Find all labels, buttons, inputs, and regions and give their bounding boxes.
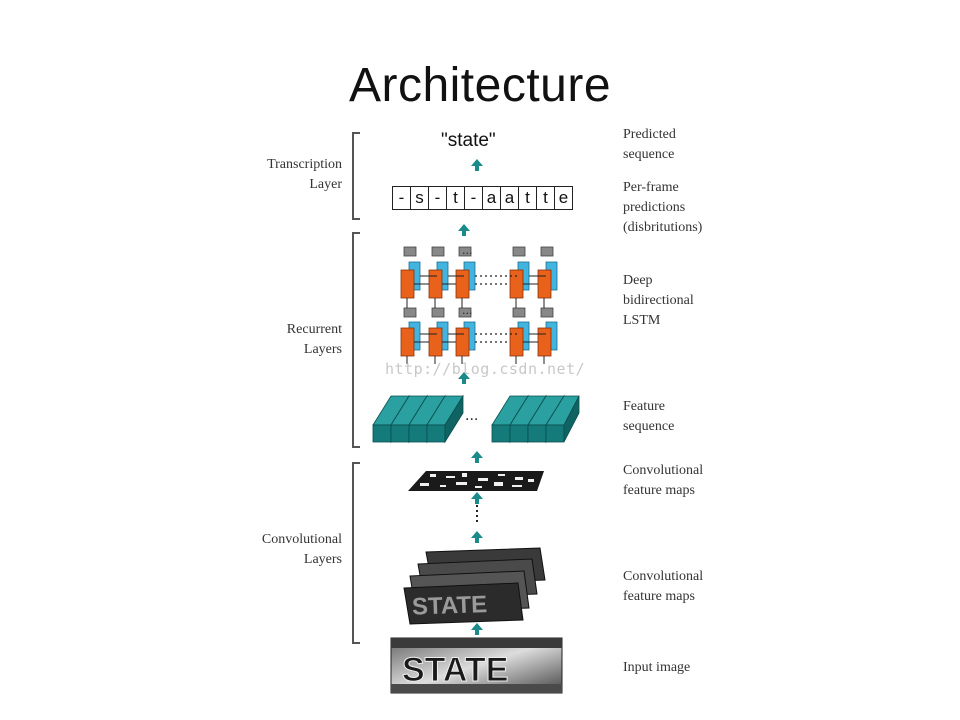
feature-column — [545, 395, 580, 443]
feature-sequence — [372, 394, 580, 444]
recurrent-layers-label: Recurrent Layers — [286, 322, 342, 357]
transcription-layer-label: Transcription Layer — [267, 157, 342, 192]
frame-cell: s — [411, 187, 429, 209]
conv-feature-maps-bottom-label: Convolutional feature maps — [623, 569, 704, 604]
lstm-column — [428, 246, 449, 357]
hidden-node — [403, 307, 417, 318]
lstm-column — [400, 246, 421, 357]
feature-ellipsis: ... — [465, 408, 478, 424]
arrow-up-icon — [471, 623, 483, 635]
predicted-sequence-label: Predicted sequence — [623, 127, 676, 162]
arrow-up-icon — [471, 531, 483, 543]
feature-column — [426, 394, 464, 444]
frame-cell: e — [558, 188, 569, 207]
per-frame-predictions-label: Per-frame predictions (disbritutions) — [623, 180, 703, 235]
forward-cell — [400, 269, 415, 299]
slide-title: Architecture — [348, 59, 612, 112]
frame-cell: a — [501, 187, 519, 209]
lstm-column — [509, 246, 530, 357]
frame-cell: - — [429, 187, 447, 209]
input-image-label: Input image — [623, 660, 691, 675]
watermark: http://blog.csdn.net/ — [385, 360, 586, 378]
lstm-grid — [400, 246, 558, 364]
frame-cell: t — [519, 187, 537, 209]
arrow-up-icon — [471, 451, 483, 463]
lstm-column — [537, 246, 558, 357]
lstm-ellipsis-mid: ... — [462, 304, 473, 317]
convolutional-layers-label: Convolutional Layers — [261, 532, 342, 567]
feature-map-text: STATE — [412, 591, 488, 621]
frame-cell: a — [483, 187, 501, 209]
recurrent-bracket — [352, 232, 360, 448]
forward-cell — [400, 327, 415, 357]
frame-cell: - — [465, 187, 483, 209]
arrow-up-icon — [471, 492, 483, 504]
conv-feature-maps-bottom: STATE — [403, 547, 546, 625]
feature-sequence-label: Feature sequence — [623, 399, 675, 434]
lstm-column — [455, 246, 476, 357]
output-node — [403, 246, 417, 257]
input-image: STATE — [390, 637, 563, 694]
predicted-sequence: "state" — [441, 130, 496, 151]
frame-cell: t — [447, 187, 465, 209]
convolutional-bracket — [352, 462, 360, 644]
arrow-up-icon — [471, 159, 483, 171]
deep-lstm-label: Deep bidirectional LSTM — [623, 273, 694, 328]
transcription-bracket — [352, 132, 360, 220]
frame-cell: t — [537, 187, 555, 209]
arrow-up-icon — [458, 224, 470, 236]
conv-feature-maps-top-label: Convolutional feature maps — [623, 463, 704, 498]
frame-cell: - — [393, 187, 411, 209]
per-frame-predictions: - s - t - a a t t e — [392, 186, 573, 210]
input-image-text: STATE — [402, 651, 508, 689]
conv-feature-map-top — [408, 471, 544, 491]
lstm-ellipsis-top: ... — [462, 244, 473, 257]
